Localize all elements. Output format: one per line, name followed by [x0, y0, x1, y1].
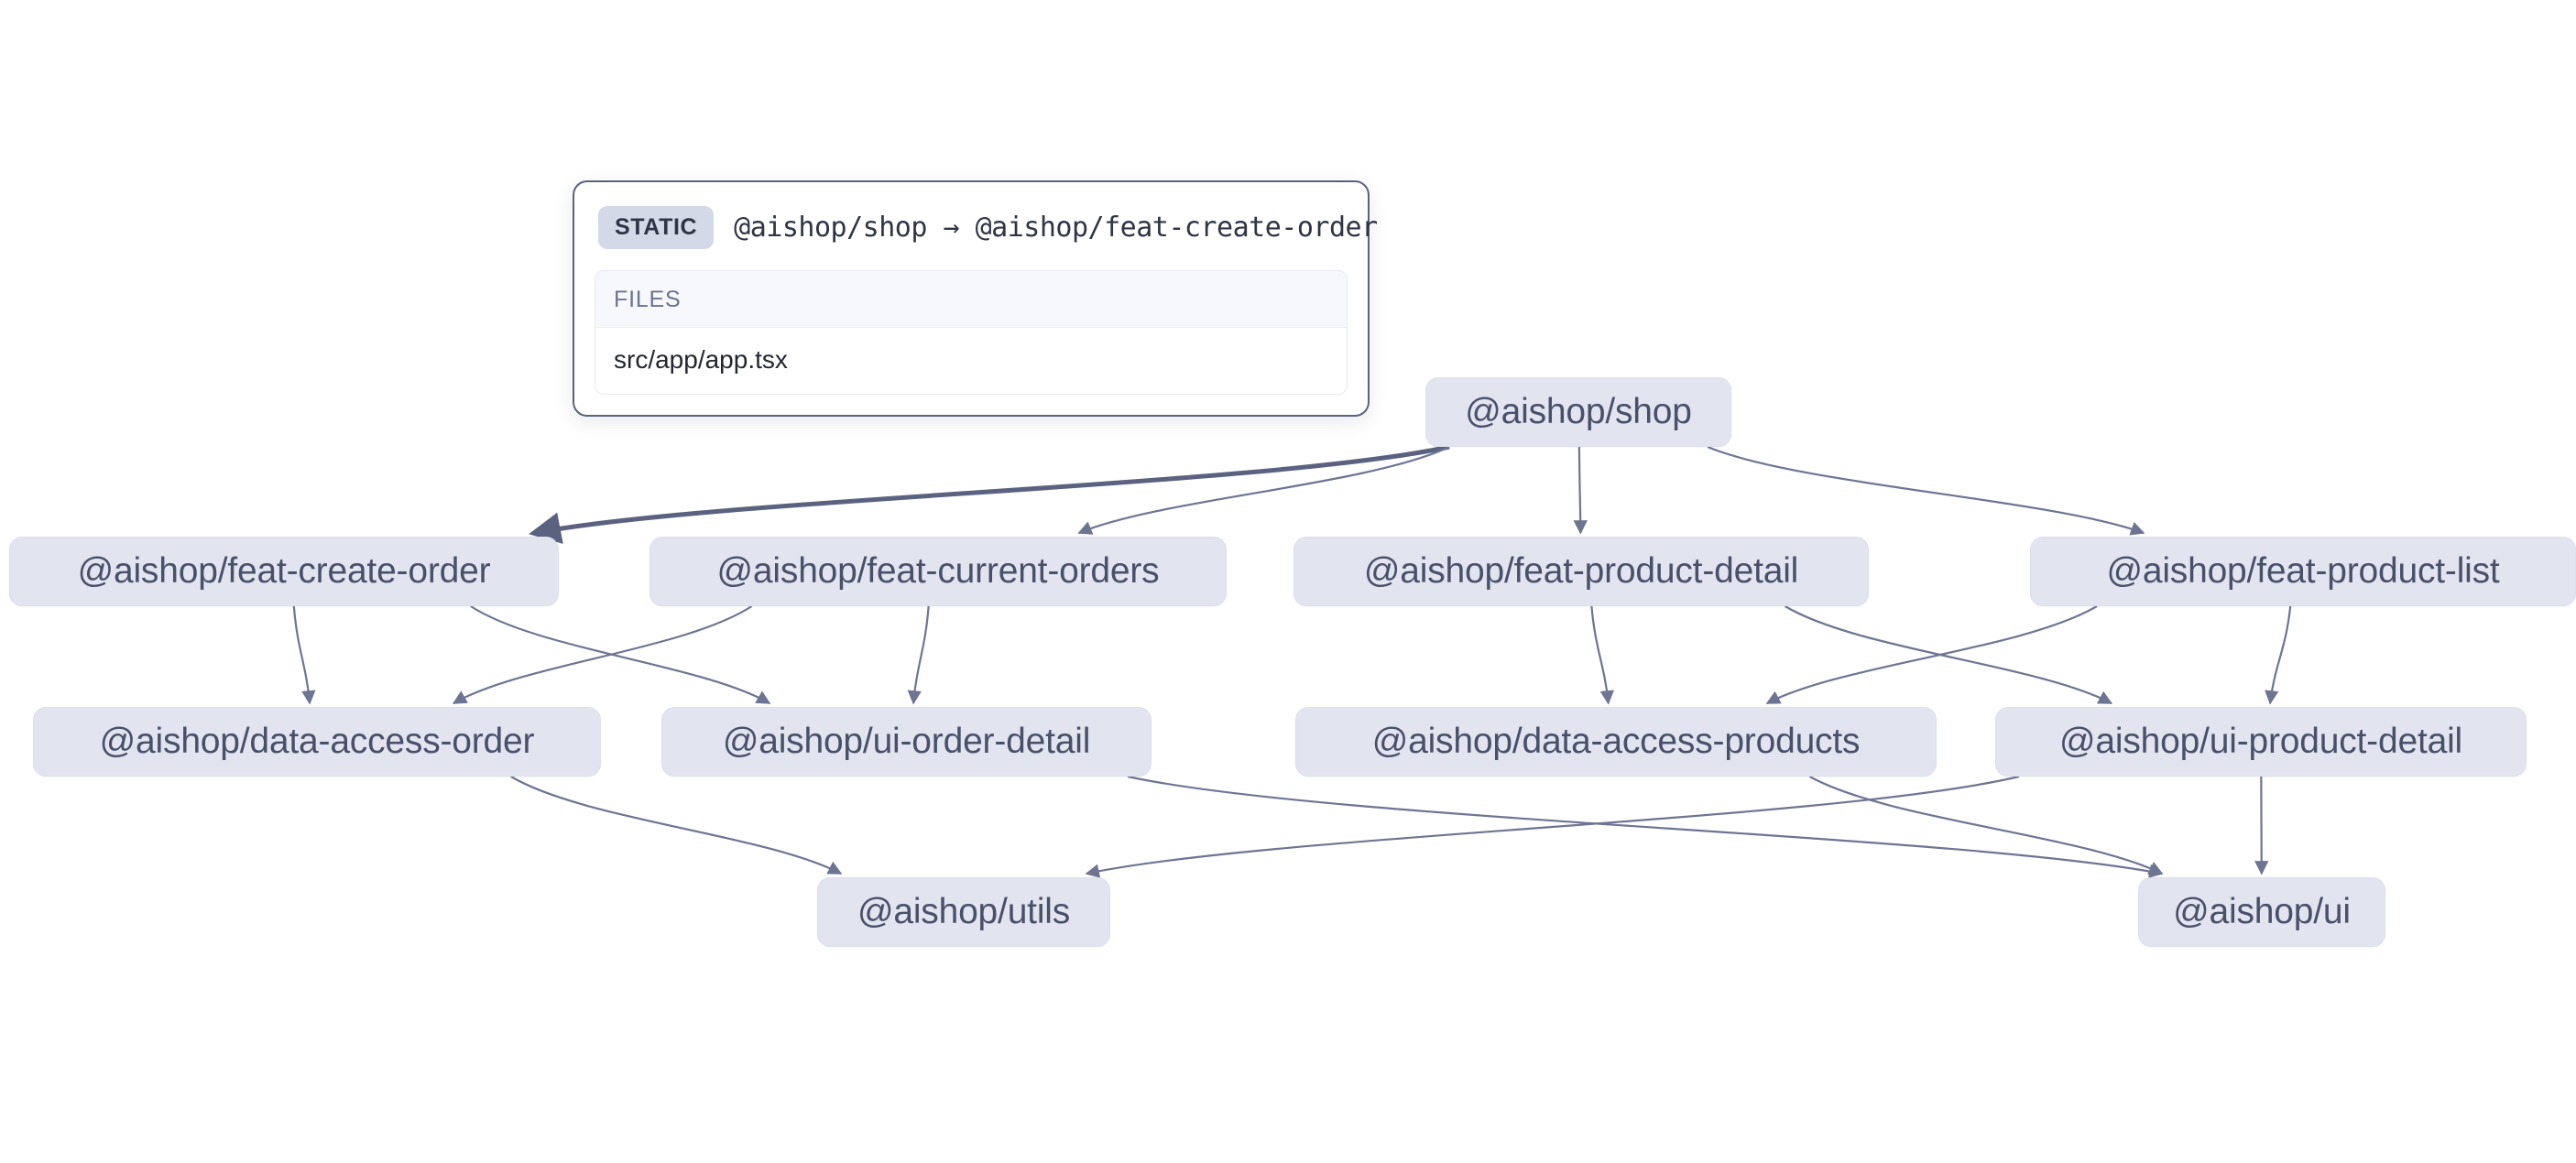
graph-node-label: @aishop/utils — [857, 892, 1071, 931]
graph-node-feat-create-order[interactable]: @aishop/feat-create-order — [9, 537, 559, 606]
graph-node-shop[interactable]: @aishop/shop — [1425, 377, 1731, 447]
edge-detail-tooltip[interactable]: STATIC @aishop/shop → @aishop/feat-creat… — [573, 180, 1378, 417]
graph-node-utils[interactable]: @aishop/utils — [817, 877, 1110, 947]
graph-edge-ui-order-detail-to-ui[interactable] — [1127, 775, 2164, 878]
tooltip-header: STATIC @aishop/shop → @aishop/feat-creat… — [595, 201, 1378, 254]
file-row[interactable]: src/app/app.tsx — [595, 328, 1347, 394]
graph-edge-shop-to-feat-create-order[interactable] — [529, 444, 1450, 544]
graph-edge-ui-product-detail-to-utils[interactable] — [1085, 775, 2020, 878]
graph-node-label: @aishop/data-access-order — [99, 722, 535, 761]
files-panel: FILES src/app/app.tsx — [595, 270, 1348, 395]
graph-node-label: @aishop/feat-product-list — [2106, 551, 2500, 591]
graph-node-label: @aishop/ui-order-detail — [722, 722, 1091, 761]
graph-node-data-access-order[interactable]: @aishop/data-access-order — [33, 707, 601, 777]
graph-edge-feat-current-orders-to-data-access-order[interactable] — [452, 605, 753, 704]
graph-edge-data-access-products-to-ui[interactable] — [1808, 776, 2164, 875]
graph-edge-feat-product-list-to-data-access-products[interactable] — [1765, 605, 2098, 704]
graph-node-label: @aishop/ui-product-detail — [2059, 722, 2462, 761]
graph-edge-shop-to-feat-product-detail[interactable] — [1573, 446, 1588, 535]
graph-node-label: @aishop/feat-current-orders — [716, 551, 1160, 591]
graph-node-label: @aishop/shop — [1465, 392, 1692, 431]
graph-edge-feat-create-order-to-ui-order-detail[interactable] — [470, 605, 771, 704]
graph-edge-shop-to-feat-current-orders[interactable] — [1077, 446, 1450, 535]
graph-edge-feat-product-list-to-ui-product-detail[interactable] — [2265, 605, 2292, 705]
graph-node-feat-current-orders[interactable]: @aishop/feat-current-orders — [649, 537, 1227, 606]
graph-node-feat-product-list[interactable]: @aishop/feat-product-list — [2030, 537, 2576, 606]
graph-node-ui-product-detail[interactable]: @aishop/ui-product-detail — [1995, 707, 2527, 777]
graph-edge-feat-product-detail-to-ui-product-detail[interactable] — [1785, 605, 2113, 704]
dependency-title: @aishop/shop → @aishop/feat-create-order — [734, 211, 1378, 244]
graph-edge-feat-product-detail-to-data-access-products[interactable] — [1590, 605, 1614, 705]
graph-node-label: @aishop/data-access-products — [1371, 722, 1861, 761]
graph-node-ui-order-detail[interactable]: @aishop/ui-order-detail — [661, 707, 1152, 777]
graph-node-ui[interactable]: @aishop/ui — [2138, 877, 2385, 947]
files-column-header: FILES — [595, 271, 1347, 328]
graph-node-data-access-products[interactable]: @aishop/data-access-products — [1295, 707, 1937, 777]
graph-node-label: @aishop/ui — [2173, 892, 2351, 931]
graph-node-feat-product-detail[interactable]: @aishop/feat-product-detail — [1293, 537, 1869, 606]
graph-node-label: @aishop/feat-create-order — [77, 551, 491, 591]
graph-edge-feat-current-orders-to-ui-order-detail[interactable] — [907, 605, 930, 705]
graph-edge-feat-create-order-to-data-access-order[interactable] — [292, 605, 316, 705]
graph-node-label: @aishop/feat-product-detail — [1363, 551, 1799, 591]
graph-edge-data-access-order-to-utils[interactable] — [510, 776, 843, 875]
dependency-type-badge: STATIC — [598, 205, 715, 249]
graph-edge-shop-to-feat-product-list[interactable] — [1707, 445, 2145, 536]
